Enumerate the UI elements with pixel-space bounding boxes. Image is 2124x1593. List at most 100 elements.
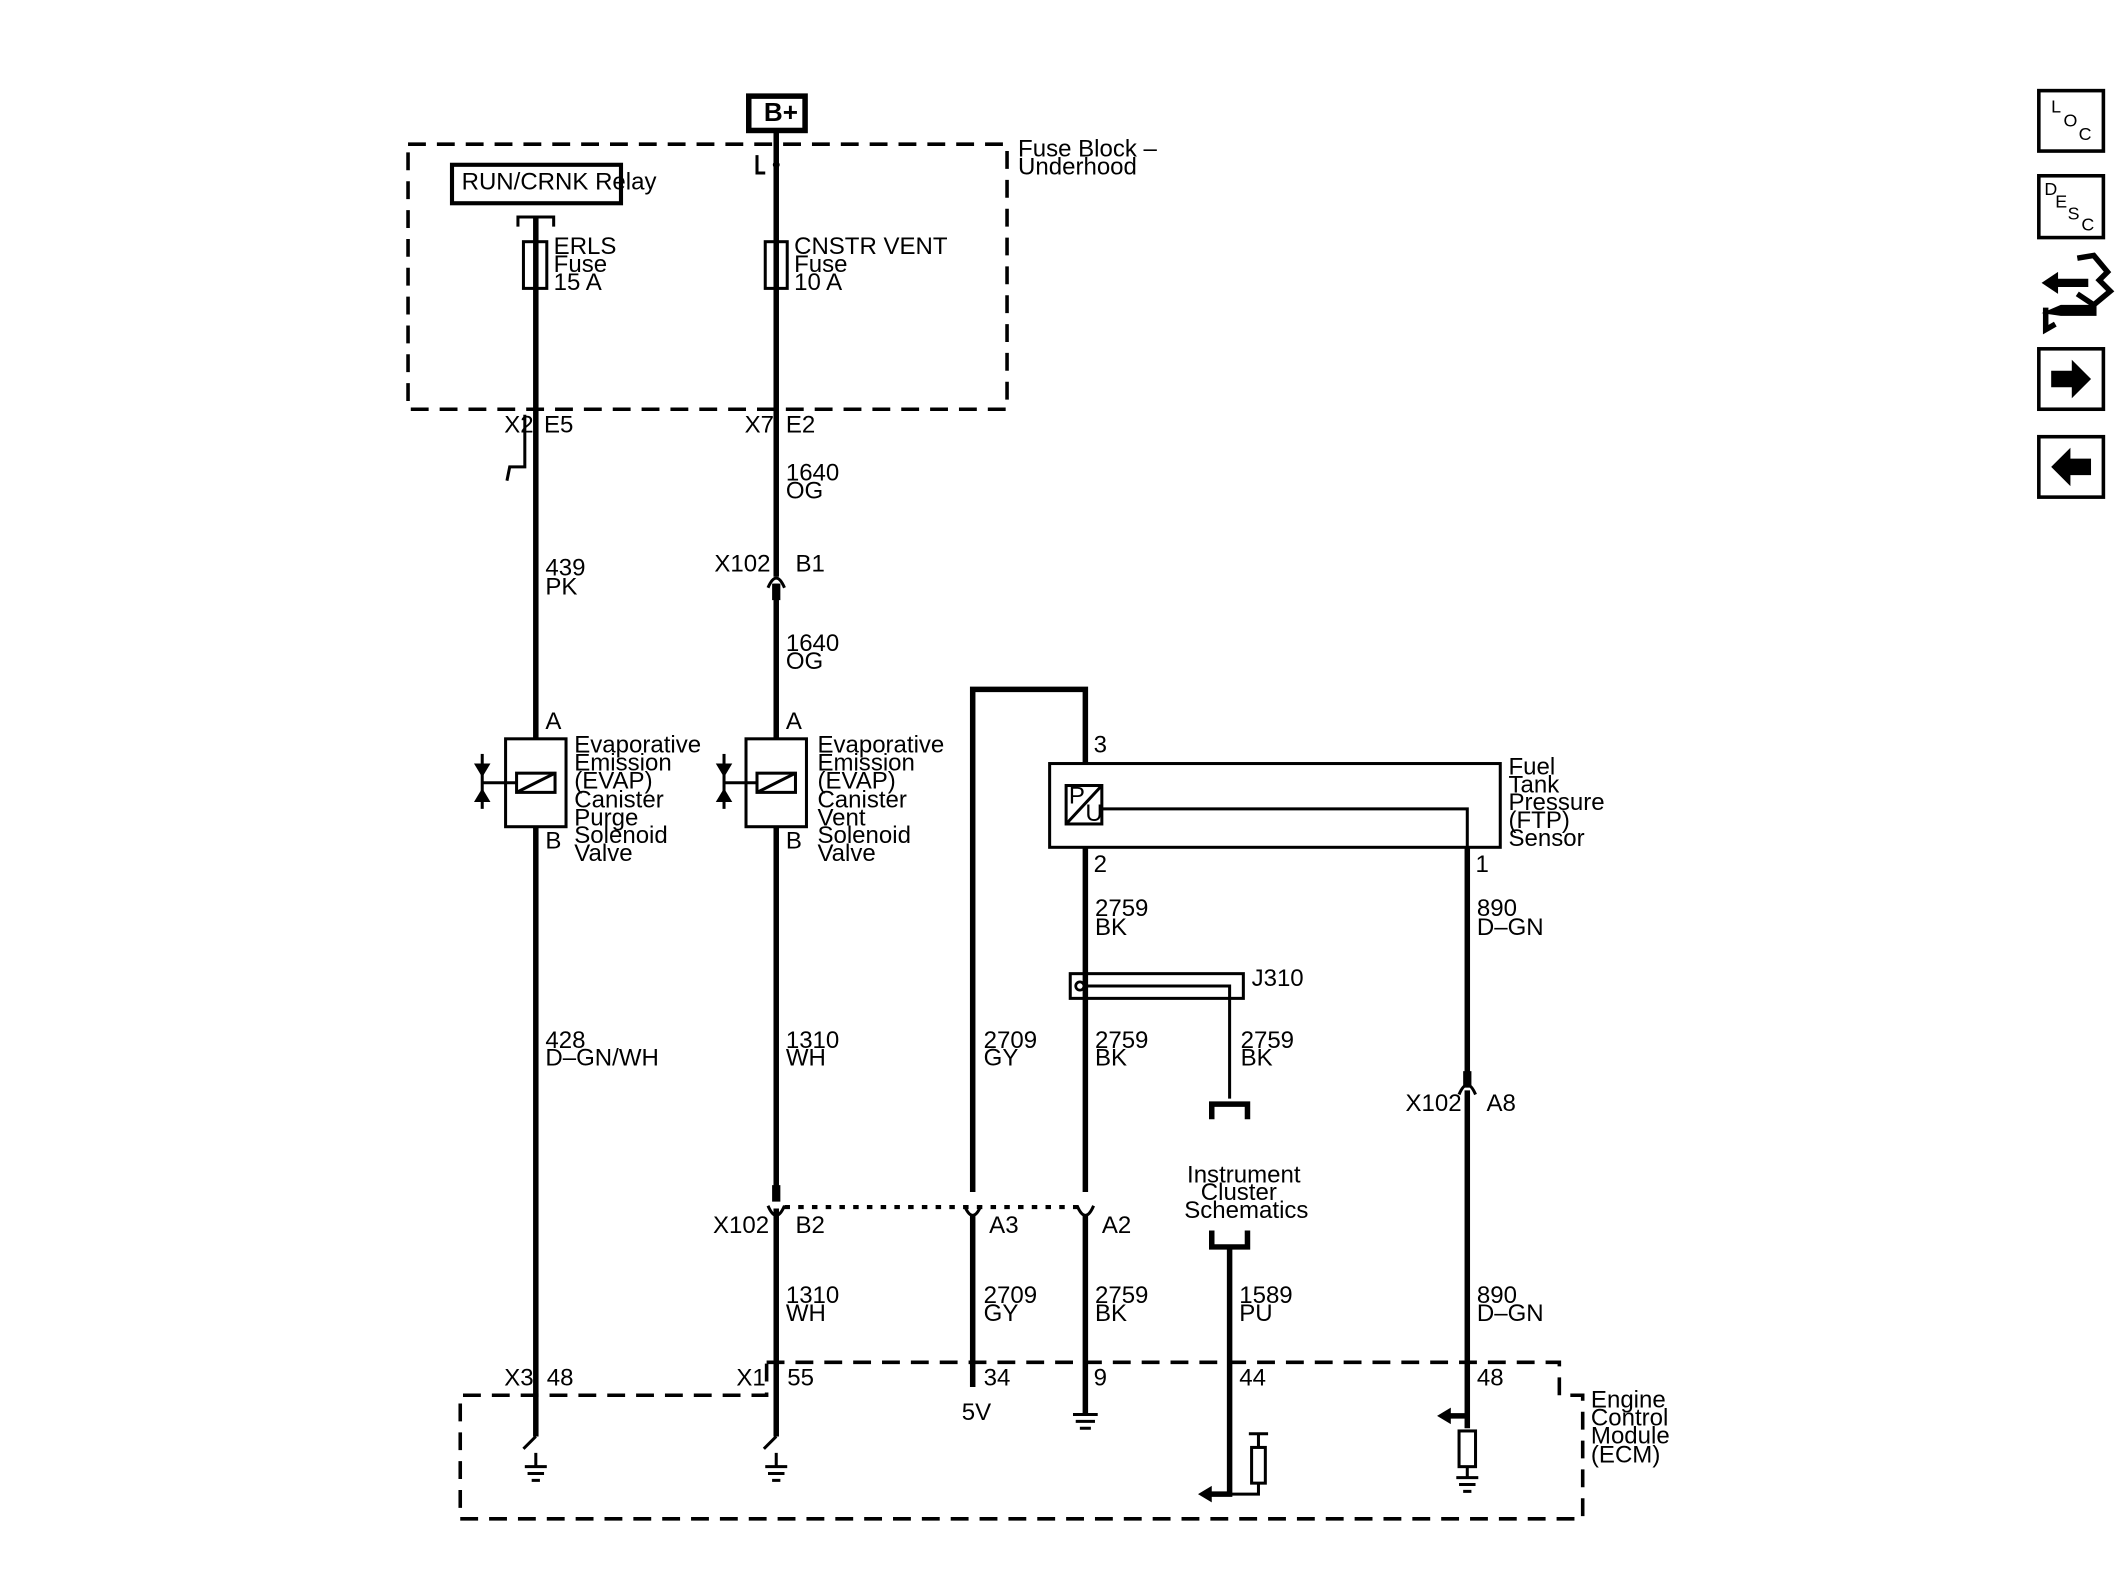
instrument-cluster-label: Instrument Cluster Schematics <box>1184 1161 1308 1224</box>
svg-text:(EVAP): (EVAP) <box>817 767 895 794</box>
ftp-pin-1: 1 <box>1476 851 1489 878</box>
x7-label: X7 <box>745 412 774 439</box>
vent-pin-a: A <box>786 708 802 735</box>
next-button[interactable] <box>2037 347 2106 412</box>
wire-2709a-num: 2709 <box>984 1027 1037 1054</box>
battery-positive: B+ <box>746 93 808 134</box>
svg-text:C: C <box>2081 215 2094 235</box>
svg-text:Evaporative: Evaporative <box>817 732 944 759</box>
svg-text:Sensor: Sensor <box>1509 825 1585 852</box>
wire-1310a-color: WH <box>786 1045 826 1072</box>
wire-2759-ic-color: BK <box>1241 1045 1273 1072</box>
svg-text:S: S <box>2068 204 2080 224</box>
x102-b2-x: X102 <box>713 1212 769 1239</box>
purge-pin-b: B <box>545 828 561 855</box>
ftp-pin-2: 2 <box>1094 851 1107 878</box>
svg-text:Solenoid: Solenoid <box>574 822 668 849</box>
ftp-signal-circuit: 890 D–GN X102 A8 890 D–GN <box>1405 847 1544 1493</box>
prev-button[interactable] <box>2037 434 2106 499</box>
wire-1640a-color: OG <box>786 478 823 505</box>
cnstr-fuse-word: Fuse <box>794 251 847 278</box>
instrument-cluster-circuit: Instrument Cluster Schematics 1589 PU <box>1184 1161 1308 1503</box>
svg-text:(FTP): (FTP) <box>1509 807 1570 834</box>
wire-2709b-num: 2709 <box>984 1282 1037 1309</box>
ecm-pin-x3: X3 <box>504 1365 533 1392</box>
ecm-pin-34: 34 <box>984 1365 1011 1392</box>
e5-label: E5 <box>544 412 573 439</box>
wire-890-low-num: 890 <box>1477 1282 1517 1309</box>
wire-1310a-num: 1310 <box>786 1027 839 1054</box>
wire-2759-top-num: 2759 <box>1095 895 1148 922</box>
svg-text:C: C <box>2079 124 2092 144</box>
pin-a2-label: A2 <box>1102 1212 1131 1239</box>
ref-5v-label: 5V <box>962 1399 991 1426</box>
wire-428-color: D–GN/WH <box>545 1045 658 1072</box>
e2-label: E2 <box>786 412 815 439</box>
desc-button[interactable]: D E S C <box>2037 173 2106 240</box>
wire-439-num: 439 <box>545 554 585 581</box>
ftp-glyph-u: U <box>1085 800 1102 827</box>
svg-text:O: O <box>2064 110 2078 130</box>
wire-2759-top-color: BK <box>1095 914 1127 941</box>
wire-1310b-color: WH <box>786 1300 826 1327</box>
svg-text:Canister: Canister <box>574 786 663 813</box>
ecm-pin-48b: 48 <box>1477 1365 1504 1392</box>
ref-5v-circuit: 2709 GY A3 2709 GY 5V <box>962 686 1089 1426</box>
connector-wrench-icon <box>2041 252 2115 335</box>
svg-text:(ECM): (ECM) <box>1591 1442 1660 1469</box>
vent-pin-b: B <box>786 828 802 855</box>
wire-2759-mid-color: BK <box>1095 1045 1127 1072</box>
wire-2759-ic-num: 2759 <box>1241 1027 1294 1054</box>
wire-890-top-num: 890 <box>1477 895 1517 922</box>
wire-2709a-color: GY <box>984 1045 1019 1072</box>
purge-circuit: ERLS Fuse 15 A X2 E5 439 PK A B Evaporat… <box>473 216 701 1482</box>
ecm-pin-55: 55 <box>787 1365 814 1392</box>
wire-428-num: 428 <box>545 1027 585 1054</box>
purge-pin-a: A <box>545 708 561 735</box>
ecm-pin-9: 9 <box>1094 1365 1107 1392</box>
x102-b1-x: X102 <box>714 550 770 577</box>
svg-text:(EVAP): (EVAP) <box>574 767 652 794</box>
svg-text:Valve: Valve <box>574 840 632 867</box>
wire-2759-low-color: BK <box>1095 1300 1127 1327</box>
arrow-right-icon <box>2051 359 2092 399</box>
vent-valve-label: Evaporative Emission (EVAP) Canister Ven… <box>817 732 944 867</box>
splice-j310: J310 <box>1252 965 1304 992</box>
x102-b1-pin: B1 <box>795 550 824 577</box>
loc-icon: L O C <box>2051 97 2091 144</box>
loc-button[interactable]: L O C <box>2037 88 2106 153</box>
svg-text:Module: Module <box>1591 1422 1670 1449</box>
fuse-block-label-2: Underhood <box>1018 153 1137 180</box>
wire-1589-num: 1589 <box>1239 1282 1292 1309</box>
ftp-glyph-p: P <box>1069 782 1085 809</box>
svg-text:Engine: Engine <box>1591 1387 1666 1414</box>
run-crank-relay: RUN/CRNK Relay <box>449 162 657 227</box>
connector-button[interactable] <box>2041 252 2115 335</box>
svg-text:Emission: Emission <box>574 749 671 776</box>
run-crank-relay-label: RUN/CRNK Relay <box>462 169 657 196</box>
ecm-pin-48a: 48 <box>547 1365 574 1392</box>
svg-text:Canister: Canister <box>817 786 906 813</box>
erls-fuse-word: Fuse <box>554 251 607 278</box>
svg-text:Emission: Emission <box>817 749 914 776</box>
svg-text:Solenoid: Solenoid <box>817 822 911 849</box>
wire-2709b-color: GY <box>984 1300 1019 1327</box>
desc-icon: D E S C <box>2044 179 2094 235</box>
ecm-pin-44: 44 <box>1239 1365 1266 1392</box>
cnstr-fuse-name: CNSTR VENT <box>794 233 948 260</box>
fuse-block: Fuse Block – Underhood <box>406 136 1158 412</box>
svg-text:Purge: Purge <box>574 804 638 831</box>
wire-1589-color: PU <box>1239 1300 1272 1327</box>
svg-text:Control: Control <box>1591 1404 1668 1431</box>
ftp-pin-3: 3 <box>1094 732 1107 759</box>
svg-text:Instrument: Instrument <box>1187 1161 1301 1188</box>
svg-text:L: L <box>2051 97 2061 117</box>
fuse-block-label-1: Fuse Block – <box>1018 136 1157 163</box>
wire-1640a-num: 1640 <box>786 460 839 487</box>
wire-2759-low-num: 2759 <box>1095 1282 1148 1309</box>
pin-a3-label: A3 <box>989 1212 1018 1239</box>
purge-valve-label: Evaporative Emission (EVAP) Canister Pur… <box>574 732 701 867</box>
svg-text:E: E <box>2055 191 2067 211</box>
svg-text:Valve: Valve <box>817 840 875 867</box>
